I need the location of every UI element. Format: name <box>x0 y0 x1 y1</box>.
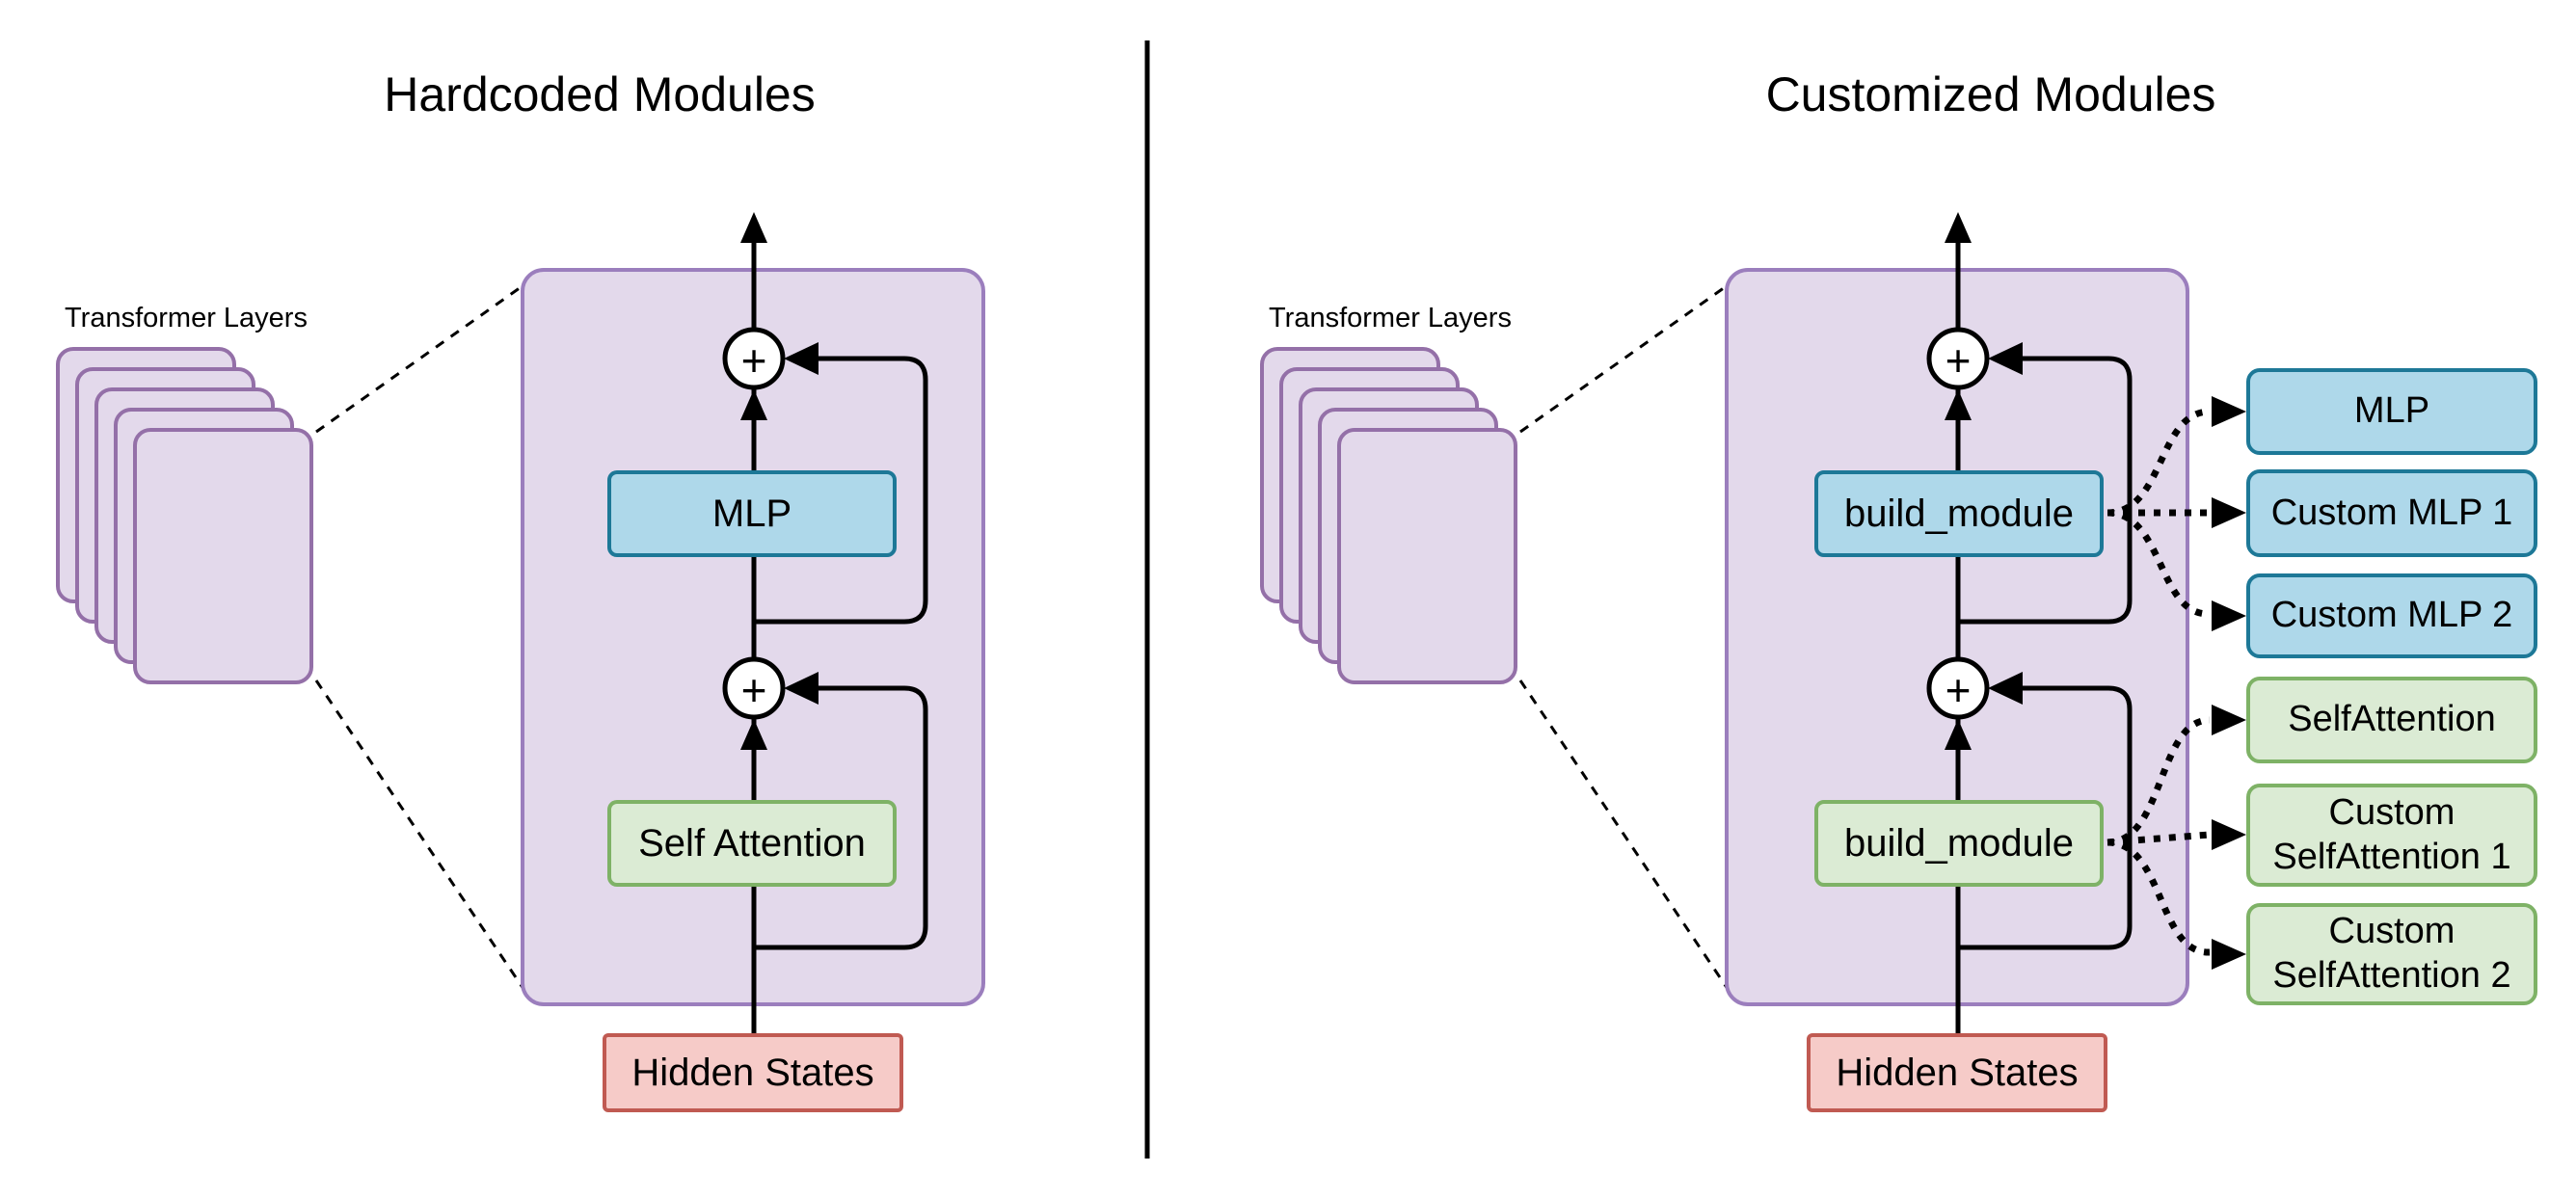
mlp-residual-line <box>754 356 928 625</box>
plus-icon: + <box>1945 335 1972 386</box>
up-arrowhead <box>740 389 767 420</box>
option-custom-mlp-2: Custom MLP 2 <box>2246 573 2537 658</box>
up-arrowhead <box>1945 719 1972 750</box>
left-arrowhead <box>784 672 818 705</box>
attention-builder-fanout <box>2106 705 2246 970</box>
option-selfattention: SelfAttention <box>2246 677 2537 763</box>
layer-card <box>1337 428 1517 684</box>
left-transformer-layer-stack <box>56 347 313 684</box>
option-custom-mlp-1: Custom MLP 1 <box>2246 469 2537 557</box>
plus-icon: + <box>1945 665 1972 715</box>
zoom-dashed-line <box>315 283 524 434</box>
left-panel-title: Hardcoded Modules <box>384 67 816 121</box>
plus-icon: + <box>741 665 767 715</box>
right-panel-title: Customized Modules <box>1765 67 2216 121</box>
residual-add-circle <box>1926 656 1990 720</box>
right-stack-label: Transformer Layers <box>1269 302 1512 333</box>
option-custom-selfattention-1: Custom SelfAttention 1 <box>2246 784 2537 887</box>
mlp-builder-fanout <box>2106 396 2246 631</box>
zoom-dashed-line <box>1519 283 1729 434</box>
mlp-build-module-node: build_module <box>1814 470 2104 557</box>
attention-residual-line <box>754 685 928 950</box>
left-arrowhead <box>784 342 818 375</box>
dotted-connector <box>2106 408 2211 517</box>
right-flow-lines: + + <box>1926 212 2133 1033</box>
right-arrowhead <box>2212 600 2246 631</box>
right-transformer-layer-stack <box>1260 347 1517 684</box>
dotted-connector <box>2106 831 2211 846</box>
right-arrowhead <box>2212 396 2246 427</box>
up-arrowhead <box>740 719 767 750</box>
left-arrowhead <box>1988 342 2023 375</box>
left-stack-label: Transformer Layers <box>65 302 308 333</box>
attention-residual-line <box>1958 685 2133 950</box>
left-arrowhead <box>1988 672 2023 705</box>
right-arrowhead <box>2212 497 2246 528</box>
attention-build-module-node: build_module <box>1814 800 2104 887</box>
dotted-connector <box>2106 716 2211 846</box>
plus-icon: + <box>741 335 767 386</box>
right-arrowhead <box>2212 939 2246 970</box>
right-hidden-states-node: Hidden States <box>1807 1033 2107 1112</box>
mlp-node: MLP <box>607 470 897 557</box>
option-mlp: MLP <box>2246 368 2537 455</box>
up-arrowhead <box>1945 389 1972 420</box>
layer-card <box>133 428 313 684</box>
left-hidden-states-node: Hidden States <box>603 1033 903 1112</box>
residual-add-circle <box>1926 327 1990 390</box>
output-up-arrowhead <box>1945 212 1972 243</box>
self-attention-node: Self Attention <box>607 800 897 887</box>
right-arrowhead <box>2212 705 2246 735</box>
zoom-dashed-line <box>314 679 525 990</box>
right-arrowhead <box>2212 819 2246 850</box>
mlp-residual-line <box>1958 356 2133 625</box>
residual-add-circle <box>722 656 786 720</box>
dotted-connector <box>2106 509 2211 618</box>
residual-add-circle <box>722 327 786 390</box>
left-flow-lines: + + <box>722 212 928 1033</box>
dotted-connector <box>2106 839 2211 956</box>
output-up-arrowhead <box>740 212 767 243</box>
option-custom-selfattention-2: Custom SelfAttention 2 <box>2246 903 2537 1005</box>
zoom-dashed-line <box>1518 679 1730 990</box>
